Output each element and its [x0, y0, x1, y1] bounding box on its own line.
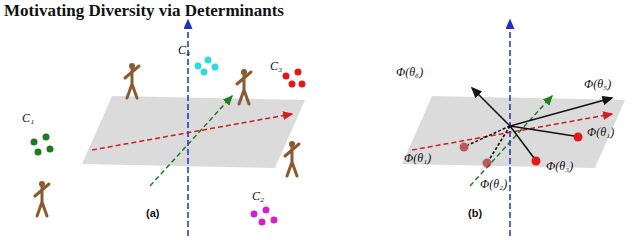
- cluster-label: C₃: [270, 60, 282, 72]
- cluster-label: C₄: [178, 44, 190, 56]
- panel-a: [31, 20, 306, 236]
- vector-label: Φ(θ₃): [546, 160, 573, 172]
- vector-label: Φ(θ₁): [404, 152, 431, 164]
- vector-label: Φ(θ₆): [396, 66, 423, 78]
- panel-label: (a): [146, 208, 159, 219]
- vector-label: Φ(θ₁): [587, 126, 614, 138]
- panel-b: [402, 20, 625, 236]
- vector-label: Φ(θ₂): [480, 178, 507, 190]
- cluster-label: C₁: [22, 112, 34, 124]
- cluster-label: C₂: [252, 190, 264, 202]
- vector-label: Φ(θ₅): [584, 78, 611, 90]
- figure-title: Motivating Diversity via Determinants: [4, 2, 284, 19]
- panel-label: (b): [468, 208, 482, 219]
